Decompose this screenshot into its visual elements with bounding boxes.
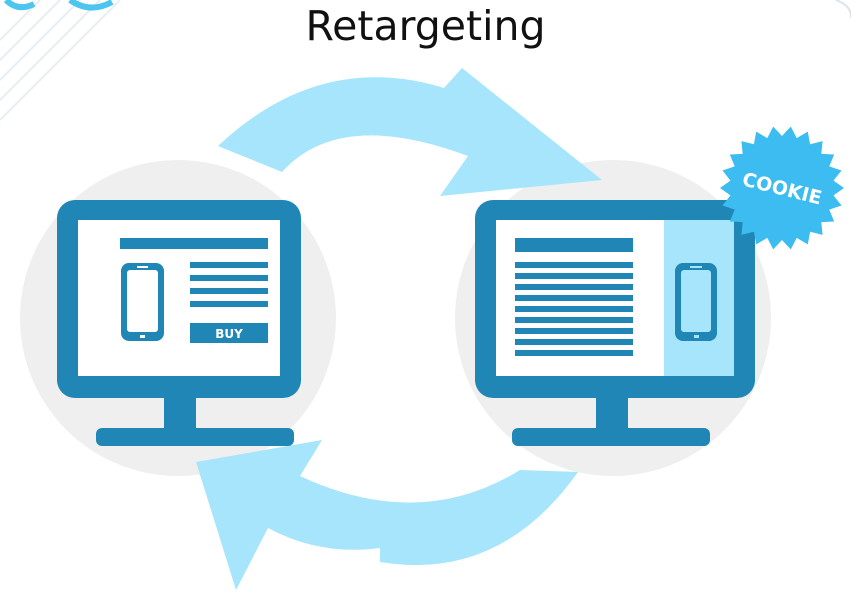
left-header-bar: [120, 238, 268, 249]
left-text-lines: [190, 262, 268, 307]
right-monitor-icon: [475, 200, 755, 446]
right-smartphone-icon: [675, 263, 717, 341]
decorative-stripes: [0, 0, 121, 121]
buy-button-label: BUY: [215, 327, 243, 341]
logo-fragment: [3, 0, 114, 11]
left-smartphone-icon: [121, 263, 164, 341]
right-text-lines: [515, 262, 633, 356]
right-header-bar: [515, 238, 633, 252]
cycle-arrow-bottom-icon: [196, 440, 578, 590]
left-monitor-icon: BUY: [57, 200, 301, 446]
page-title: Retargeting: [305, 2, 546, 50]
buy-button: [190, 323, 268, 343]
cycle-arrow-top-icon: [218, 68, 602, 196]
cookie-badge-icon: COOKIE: [720, 126, 844, 250]
